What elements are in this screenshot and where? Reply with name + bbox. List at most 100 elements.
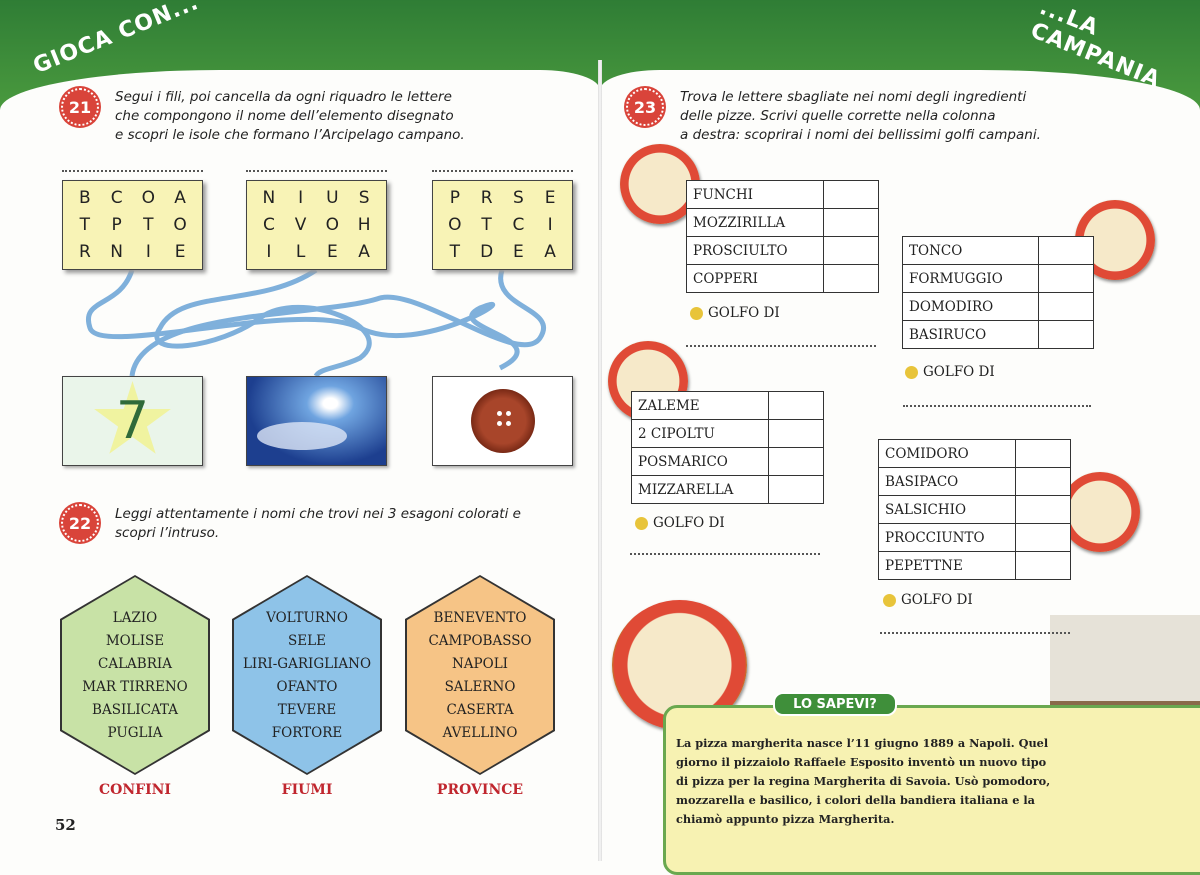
instr-line: delle pizze. Scrivi quelle corrette nell… [680, 108, 996, 124]
grid-letter: U [326, 188, 339, 209]
answer-cell[interactable] [823, 264, 879, 293]
hexagon-item: TEVERE [277, 701, 337, 718]
gutter [598, 60, 602, 861]
answer-line[interactable] [686, 345, 876, 347]
grid-letter: C [262, 214, 275, 235]
hexagon-item: BASILICATA [92, 701, 178, 718]
grid-letter: N [262, 188, 276, 209]
grid-letter: O [141, 188, 156, 209]
hexagon-item: NAPOLI [451, 655, 508, 672]
cloud-icon [257, 422, 347, 450]
grid-letter: R [78, 241, 91, 262]
answer-cell[interactable] [1015, 467, 1071, 496]
answer-cell[interactable] [1015, 523, 1071, 552]
hexagon-item: VOLTURNO [266, 609, 348, 626]
grid-letter: I [145, 241, 151, 262]
answer-cell[interactable] [768, 419, 824, 448]
ingredient-name: FUNCHI [686, 180, 824, 209]
button-icon [470, 389, 535, 453]
answer-cell[interactable] [768, 391, 824, 420]
answer-cell[interactable] [823, 208, 879, 237]
exercise-21-instructions: Segui i fili, poi cancella da ogni riqua… [115, 88, 465, 145]
ingredient-name: TONCO [902, 236, 1039, 265]
answer-cell[interactable] [823, 236, 879, 265]
grid-letter: A [358, 241, 370, 262]
grid-letter: E [513, 241, 524, 262]
hexagon-item: SELE [288, 632, 326, 649]
grid-letter: H [357, 214, 371, 235]
exercise-22-instructions: Leggi attentamente i nomi che trovi nei … [115, 505, 521, 543]
ingredient-row: PEPETTNE [878, 551, 1071, 580]
answer-cell[interactable] [1015, 495, 1071, 524]
instr-line: Leggi attentamente i nomi che trovi nei … [115, 506, 521, 522]
ingredient-name: BASIPACO [878, 467, 1016, 496]
grid-letter: I [266, 241, 272, 262]
bullet-icon [690, 306, 703, 320]
ingredient-row: DOMODIRO [902, 292, 1094, 321]
answer-cell[interactable] [1038, 236, 1094, 265]
answer-cell[interactable] [1015, 439, 1071, 468]
golfo-text: GOLFO DI [901, 592, 973, 608]
answer-line[interactable] [880, 632, 1070, 634]
answer-line[interactable] [903, 405, 1091, 407]
ingredient-name: COMIDORO [878, 439, 1016, 468]
lo-sapevi-title: LO SAPEVI? [773, 692, 897, 716]
ingredient-name: MIZZARELLA [631, 475, 769, 504]
answer-cell[interactable] [768, 447, 824, 476]
ingredient-row: PROCCIUNTO [878, 523, 1071, 552]
hexagon-item: OFANTO [276, 678, 338, 695]
answer-cell[interactable] [1038, 292, 1094, 321]
ingredient-name: FORMUGGIO [902, 264, 1039, 293]
answer-line [62, 170, 203, 172]
ingredient-name: PROCCIUNTO [878, 523, 1016, 552]
ingredient-name: POSMARICO [631, 447, 769, 476]
ingredient-name: 2 CIPOLTU [631, 419, 769, 448]
hexagon-label: FIUMI [281, 782, 333, 798]
grid-letter: R [480, 188, 493, 209]
hexagon-item: LAZIO [112, 609, 158, 626]
hexagon-label: CONFINI [99, 782, 171, 798]
grid-letter: D [480, 241, 494, 262]
hexagon-label: PROVINCE [436, 782, 524, 798]
lo-sapevi-text: La pizza margherita nasce l’11 giugno 18… [676, 736, 1051, 826]
button-picture [432, 376, 573, 466]
answer-cell[interactable] [1015, 551, 1071, 580]
bullet-icon [883, 593, 896, 607]
grid-letter: T [143, 214, 154, 235]
hexagon-item: MOLISE [105, 632, 165, 649]
hexagon-item: SALERNO [444, 678, 516, 695]
golfo-label: GOLFO DI [635, 515, 725, 531]
answer-cell[interactable] [1038, 264, 1094, 293]
answer-cell[interactable] [823, 180, 879, 209]
ingredient-name: MOZZIRILLA [686, 208, 824, 237]
hexagon-item: MAR TIRRENO [82, 678, 188, 695]
answer-line[interactable] [630, 553, 820, 555]
golfo-label: GOLFO DI [690, 305, 780, 321]
golfo-label: GOLFO DI [883, 592, 973, 608]
instr-line: Segui i fili, poi cancella da ogni riqua… [115, 89, 452, 105]
ingredient-row: 2 CIPOLTU [631, 419, 824, 448]
tangled-wires [85, 268, 546, 378]
answer-cell[interactable] [1038, 320, 1094, 349]
ingredient-row: ZALEME [631, 391, 824, 420]
ingredient-name: PROSCIULTO [686, 236, 824, 265]
instr-line: scopri l’intruso. [115, 525, 220, 541]
answer-cell[interactable] [768, 475, 824, 504]
bullet-icon [905, 365, 918, 379]
grid-letter: I [547, 214, 553, 235]
grid-letter: B [79, 188, 91, 209]
ingredient-name: COPPERI [686, 264, 824, 293]
hexagon-item: CAMPOBASSO [428, 632, 532, 649]
hexagon-item: BENEVENTO [433, 609, 527, 626]
grid-letter: E [544, 188, 556, 209]
golfo-text: GOLFO DI [653, 515, 725, 531]
ingredient-name: DOMODIRO [902, 292, 1039, 321]
hexagon-item: AVELLINO [442, 724, 518, 741]
grid-letter: C [110, 188, 123, 209]
